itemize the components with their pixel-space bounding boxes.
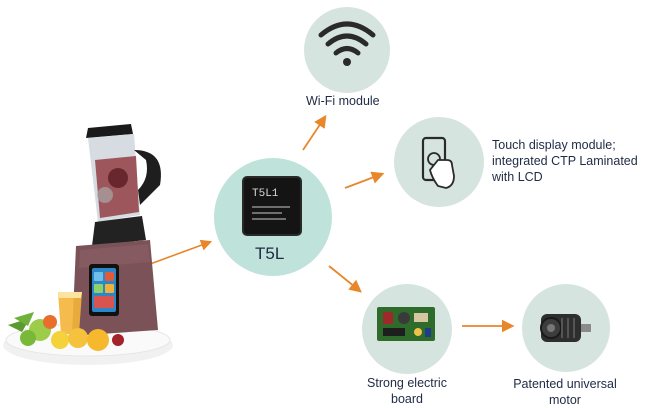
- board-label-line: Strong electric: [367, 376, 447, 390]
- wifi-label: Wi-Fi module: [306, 94, 380, 108]
- arrow-t5l-to-touch: [344, 171, 385, 189]
- board-label: Strong electric board: [358, 375, 456, 407]
- arrow-t5l-to-board: [328, 265, 362, 293]
- arrow-t5l-to-wifi: [302, 114, 327, 151]
- motor-label: Patented universal motor: [500, 376, 630, 408]
- chip-text: T5L1: [252, 188, 279, 200]
- t5l-chip: T5L1: [244, 178, 300, 234]
- chip-marking: [252, 212, 282, 214]
- board-label-line: board: [391, 392, 423, 406]
- touch-label-line: with LCD: [492, 170, 543, 184]
- motor-label-line: motor: [549, 393, 581, 407]
- t5l-label: T5L: [255, 244, 285, 263]
- motor-label-line: Patented universal: [513, 377, 617, 391]
- touch-display-label: Touch display module; integrated CTP Lam…: [492, 137, 638, 185]
- chip-marking: [252, 206, 290, 208]
- chip-marking: [252, 218, 286, 220]
- touch-label-line: integrated CTP Laminated: [492, 154, 638, 168]
- touch-label-line: Touch display module;: [492, 138, 616, 152]
